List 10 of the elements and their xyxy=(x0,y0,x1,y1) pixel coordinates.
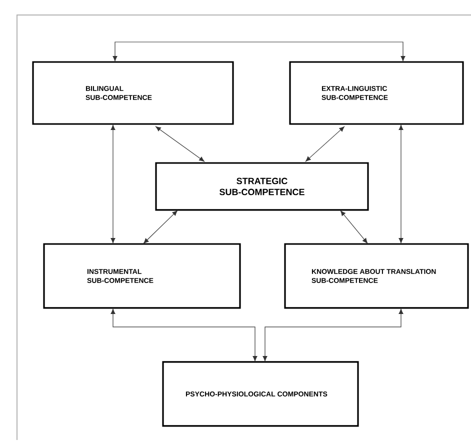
arrow xyxy=(262,308,404,362)
arrow xyxy=(110,308,258,362)
arrow xyxy=(144,210,178,244)
arrow xyxy=(340,210,368,244)
arrow xyxy=(110,124,116,244)
arrow xyxy=(112,42,406,62)
arrow xyxy=(398,124,404,244)
competence-box: STRATEGIC SUB-COMPETENCE xyxy=(155,162,369,211)
arrow xyxy=(156,126,204,162)
arrow xyxy=(306,126,344,162)
